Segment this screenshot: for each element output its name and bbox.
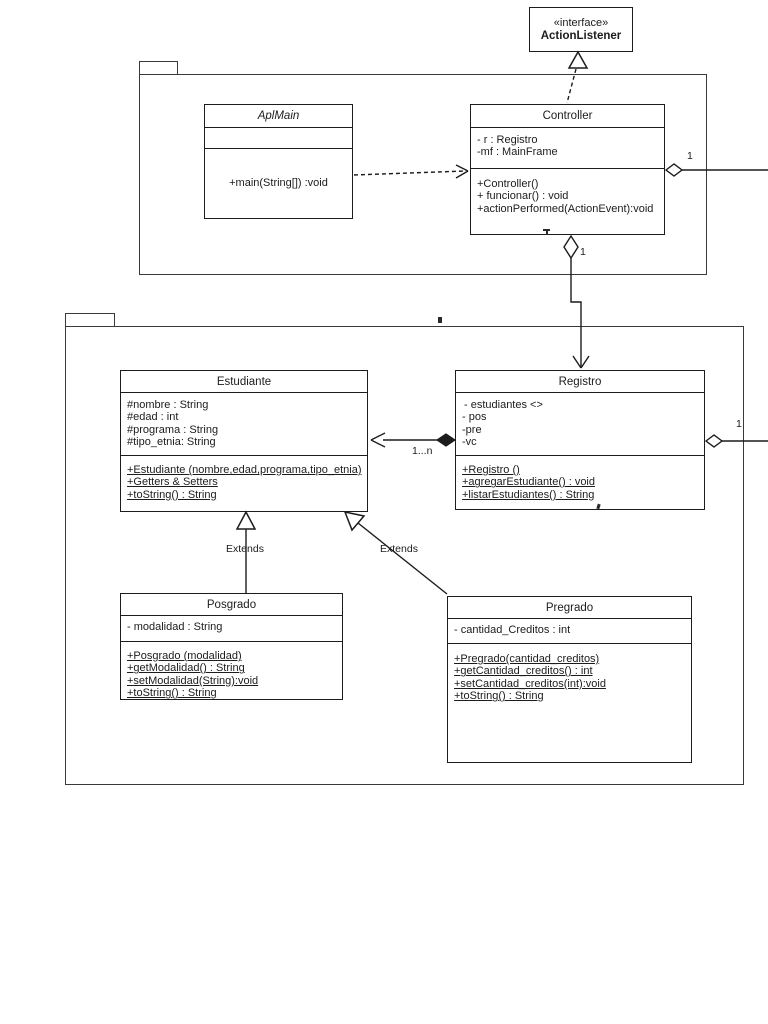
class-box-posgrado: Posgrado - modalidad : String +Posgrado … xyxy=(120,593,343,700)
aplmain-attributes-compartment xyxy=(205,127,352,148)
method-line: +Estudiante (nombre,edad,programa,tipo_e… xyxy=(127,464,362,476)
ink-speck-package-top xyxy=(438,317,442,323)
multiplicity-registro-right: 1 xyxy=(736,418,742,430)
pregrado-methods-compartment: +Pregrado(cantidad_creditos) +getCantida… xyxy=(448,643,691,762)
extends-label-posgrado: Extends xyxy=(226,543,264,555)
method-line: +toString() : String xyxy=(454,690,544,703)
class-box-registro: Registro - estudiantes <> - pos -pre -vc… xyxy=(455,370,705,510)
estudiante-methods-compartment: +Estudiante (nombre,edad,programa,tipo_e… xyxy=(121,455,367,511)
controller-methods-compartment: +Controller() + funcionar() : void +acti… xyxy=(471,168,664,234)
class-box-aplmain: AplMain +main(String[]) :void xyxy=(204,104,353,219)
method-line: + funcionar() : void xyxy=(477,190,569,203)
method-line: +getModalidad() : String xyxy=(127,662,245,675)
class-title-estudiante: Estudiante xyxy=(216,375,272,388)
method-line: +Pregrado(cantidad_creditos) xyxy=(454,653,600,665)
attribute-line: -mf : MainFrame xyxy=(477,146,558,159)
method-line: +Controller() xyxy=(477,178,539,190)
attribute-line: - r : Registro xyxy=(477,134,538,146)
class-title-controller: Controller xyxy=(542,110,593,122)
method-line: +setModalidad(String):void xyxy=(127,674,259,687)
class-title-posgrado: Posgrado xyxy=(206,598,257,611)
attribute-line: - pos xyxy=(462,411,487,424)
attribute-line: - cantidad_Creditos : int xyxy=(454,624,571,636)
class-box-controller: Controller - r : Registro -mf : MainFram… xyxy=(470,104,665,235)
multiplicity-registro-estudiante: 1...n xyxy=(412,445,433,457)
attribute-line: - estudiantes <> xyxy=(464,399,543,411)
attribute-line: - modalidad : String xyxy=(127,621,223,633)
method-line: +Registro () xyxy=(462,464,520,476)
posgrado-methods-compartment: +Posgrado (modalidad) +getModalidad() : … xyxy=(121,641,342,702)
package-upper-body xyxy=(139,74,707,275)
interface-name: ActionListener xyxy=(540,30,622,42)
class-title-pregrado: Pregrado xyxy=(545,601,594,614)
aplmain-methods-compartment: +main(String[]) :void xyxy=(205,148,352,218)
method-line: +agregarEstudiante() : void xyxy=(462,476,595,489)
method-line: +Posgrado (modalidad) xyxy=(127,650,242,662)
class-title-aplmain: AplMain xyxy=(257,110,300,122)
estudiante-attributes-compartment: #nombre : String #edad : int #programa :… xyxy=(121,392,367,455)
package-lower-body xyxy=(65,326,744,785)
ink-speck-controller-bottom-v xyxy=(546,229,548,235)
method-line: +toString() : String xyxy=(127,488,217,501)
attribute-line: #tipo_etnia: String xyxy=(127,436,216,449)
method-line: +listarEstudiantes() : String xyxy=(462,488,595,501)
method-line: +Getters & Setters xyxy=(127,476,218,489)
class-box-pregrado: Pregrado - cantidad_Creditos : int +Preg… xyxy=(447,596,692,763)
attribute-line: -pre xyxy=(462,423,482,436)
posgrado-attributes-compartment: - modalidad : String xyxy=(121,615,342,641)
attribute-line: #nombre : String xyxy=(127,399,209,411)
method-line: +main(String[]) :void xyxy=(229,177,328,190)
registro-attributes-compartment: - estudiantes <> - pos -pre -vc xyxy=(456,392,704,455)
controller-attributes-compartment: - r : Registro -mf : MainFrame xyxy=(471,127,664,168)
pregrado-attributes-compartment: - cantidad_Creditos : int xyxy=(448,618,691,643)
attribute-line: -vc xyxy=(462,436,477,449)
interface-stereotype: «interface» xyxy=(553,17,609,29)
package-upper-tab xyxy=(139,61,178,75)
multiplicity-controller-right: 1 xyxy=(687,150,693,162)
class-title-registro: Registro xyxy=(558,375,602,388)
method-line: +toString() : String xyxy=(127,687,217,700)
attribute-line: #edad : int xyxy=(127,411,179,424)
attribute-line: #programa : String xyxy=(127,423,219,436)
method-line: +getCantidad_creditos() : int xyxy=(454,665,593,678)
registro-methods-compartment: +Registro () +agregarEstudiante() : void… xyxy=(456,455,704,509)
package-lower-tab xyxy=(65,313,115,327)
class-box-estudiante: Estudiante #nombre : String #edad : int … xyxy=(120,370,368,512)
method-line: +setCantidad_creditos(int):void xyxy=(454,677,606,690)
class-box-actionlistener: «interface» ActionListener xyxy=(529,7,633,52)
multiplicity-controller-registro: 1 xyxy=(580,246,586,258)
extends-label-pregrado: Extends xyxy=(380,543,418,555)
method-line: +actionPerformed(ActionEvent):void xyxy=(477,202,654,215)
